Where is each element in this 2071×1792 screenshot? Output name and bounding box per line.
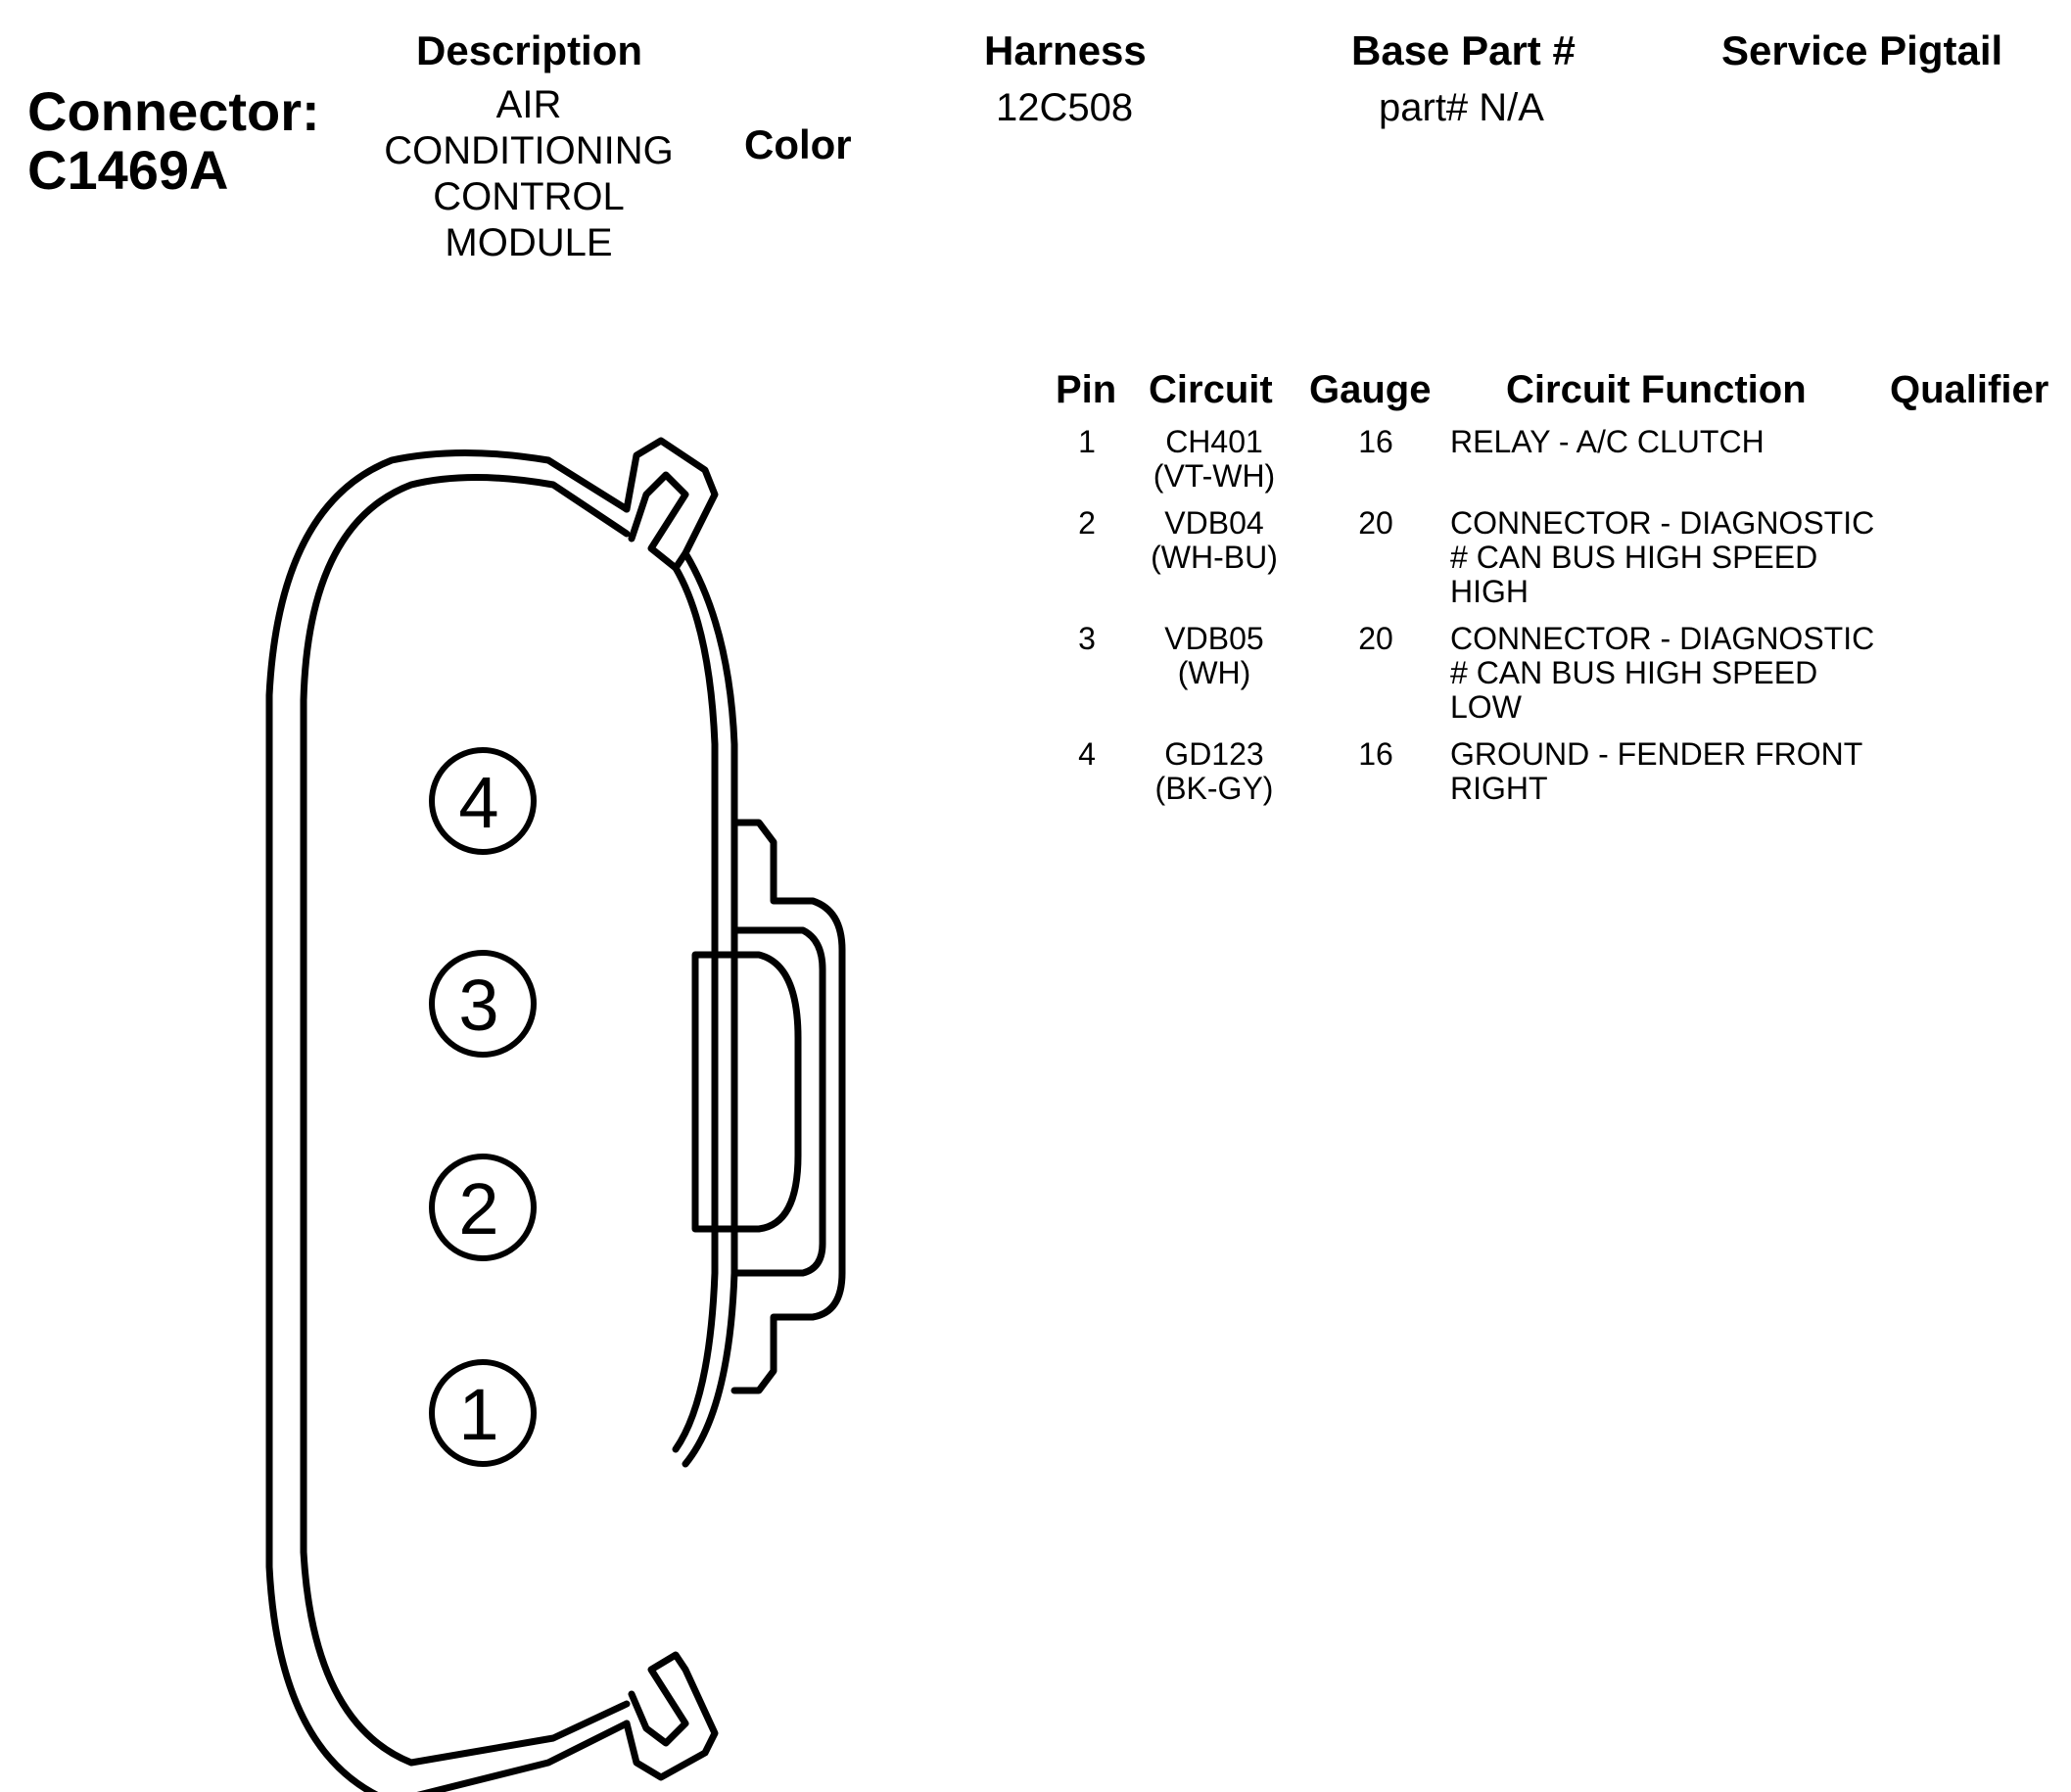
circuit-code: CH401 bbox=[1165, 424, 1263, 459]
pin-label-2: 2 bbox=[458, 1168, 498, 1250]
base-part-header: Base Part # bbox=[1351, 27, 1576, 73]
connector-title: Connector: C1469A bbox=[27, 82, 320, 200]
connector-right-wall-outer bbox=[682, 549, 738, 1468]
wire-color: (BK-GY) bbox=[1154, 771, 1274, 806]
pin-number: 3 bbox=[1078, 621, 1096, 656]
pin-number: 1 bbox=[1078, 424, 1096, 459]
description-value: AIR CONDITIONING CONTROL MODULE bbox=[372, 82, 685, 266]
function-line: CONNECTOR - DIAGNOSTIC bbox=[1450, 505, 1875, 541]
description-line: MODULE bbox=[445, 221, 613, 264]
gauge-cell: 20 bbox=[1358, 621, 1393, 656]
circuit-code: GD123 bbox=[1164, 736, 1264, 772]
circuit-cell: GD123 (BK-GY) bbox=[1136, 737, 1293, 806]
circuit-code: VDB04 bbox=[1164, 505, 1264, 541]
connector-inner-shell bbox=[300, 474, 631, 1767]
harness-header: Harness bbox=[984, 27, 1147, 73]
pin-circle-2 bbox=[429, 1154, 537, 1261]
pin-label-4: 4 bbox=[458, 762, 498, 843]
wire-color: (WH-BU) bbox=[1151, 540, 1278, 575]
circuit-cell: CH401 (VT-WH) bbox=[1136, 425, 1293, 494]
latch-top bbox=[623, 437, 719, 572]
description-line: CONDITIONING bbox=[384, 129, 674, 172]
connector-label: Connector: bbox=[27, 80, 320, 142]
pin-label-1: 1 bbox=[458, 1374, 498, 1455]
function-line: CONNECTOR - DIAGNOSTIC bbox=[1450, 621, 1875, 656]
function-line: # CAN BUS HIGH SPEED bbox=[1450, 540, 1818, 575]
pin-circle-4 bbox=[429, 747, 537, 855]
description-line: CONTROL bbox=[433, 175, 625, 218]
wire-color: (WH) bbox=[1177, 655, 1251, 690]
base-part-value: part# N/A bbox=[1379, 86, 1544, 129]
gauge-cell: 16 bbox=[1358, 424, 1393, 459]
function-line: GROUND - FENDER FRONT bbox=[1450, 736, 1863, 772]
function-line: LOW bbox=[1450, 689, 1522, 725]
column-header-pin: Pin bbox=[1056, 368, 1117, 411]
column-header-qualifier: Qualifier bbox=[1890, 368, 2049, 411]
column-header-circuit-function: Circuit Function bbox=[1506, 368, 1807, 411]
pin-label-3: 3 bbox=[458, 965, 498, 1046]
column-header-gauge: Gauge bbox=[1309, 368, 1432, 411]
function-line: RELAY - A/C CLUTCH bbox=[1450, 424, 1765, 459]
locking-tab-slot bbox=[691, 951, 802, 1233]
gauge-cell: 20 bbox=[1358, 505, 1393, 541]
pin-number: 2 bbox=[1078, 505, 1096, 541]
latch-bottom bbox=[623, 1651, 719, 1781]
pin-circle-3 bbox=[429, 950, 537, 1058]
circuit-cell: VDB05 (WH) bbox=[1136, 622, 1293, 690]
circuit-function-cell: RELAY - A/C CLUTCH bbox=[1450, 425, 1940, 459]
connector-right-wall bbox=[672, 564, 719, 1453]
circuit-cell: VDB04 (WH-BU) bbox=[1136, 506, 1293, 575]
description-line: AIR bbox=[495, 83, 562, 126]
circuit-function-cell: CONNECTOR - DIAGNOSTIC # CAN BUS HIGH SP… bbox=[1450, 506, 1940, 609]
connector-outer-shell bbox=[265, 449, 631, 1792]
function-line: # CAN BUS HIGH SPEED bbox=[1450, 655, 1818, 690]
function-line: HIGH bbox=[1450, 574, 1529, 609]
connector-id: C1469A bbox=[27, 139, 229, 201]
description-header: Description bbox=[416, 27, 643, 73]
circuit-function-cell: GROUND - FENDER FRONT RIGHT bbox=[1450, 737, 1940, 806]
service-pigtail-header: Service Pigtail bbox=[1721, 27, 2003, 73]
locking-tab-outer bbox=[730, 819, 846, 1394]
function-line: RIGHT bbox=[1450, 771, 1548, 806]
circuit-function-cell: CONNECTOR - DIAGNOSTIC # CAN BUS HIGH SP… bbox=[1450, 622, 1940, 725]
locking-tab-inner bbox=[730, 926, 826, 1277]
circuit-code: VDB05 bbox=[1164, 621, 1264, 656]
column-header-circuit: Circuit bbox=[1149, 368, 1273, 411]
wire-color: (VT-WH) bbox=[1153, 458, 1276, 494]
color-header: Color bbox=[744, 121, 852, 167]
pin-circle-1 bbox=[429, 1359, 537, 1467]
harness-value: 12C508 bbox=[996, 86, 1134, 129]
pin-number: 4 bbox=[1078, 736, 1096, 772]
gauge-cell: 16 bbox=[1358, 736, 1393, 772]
